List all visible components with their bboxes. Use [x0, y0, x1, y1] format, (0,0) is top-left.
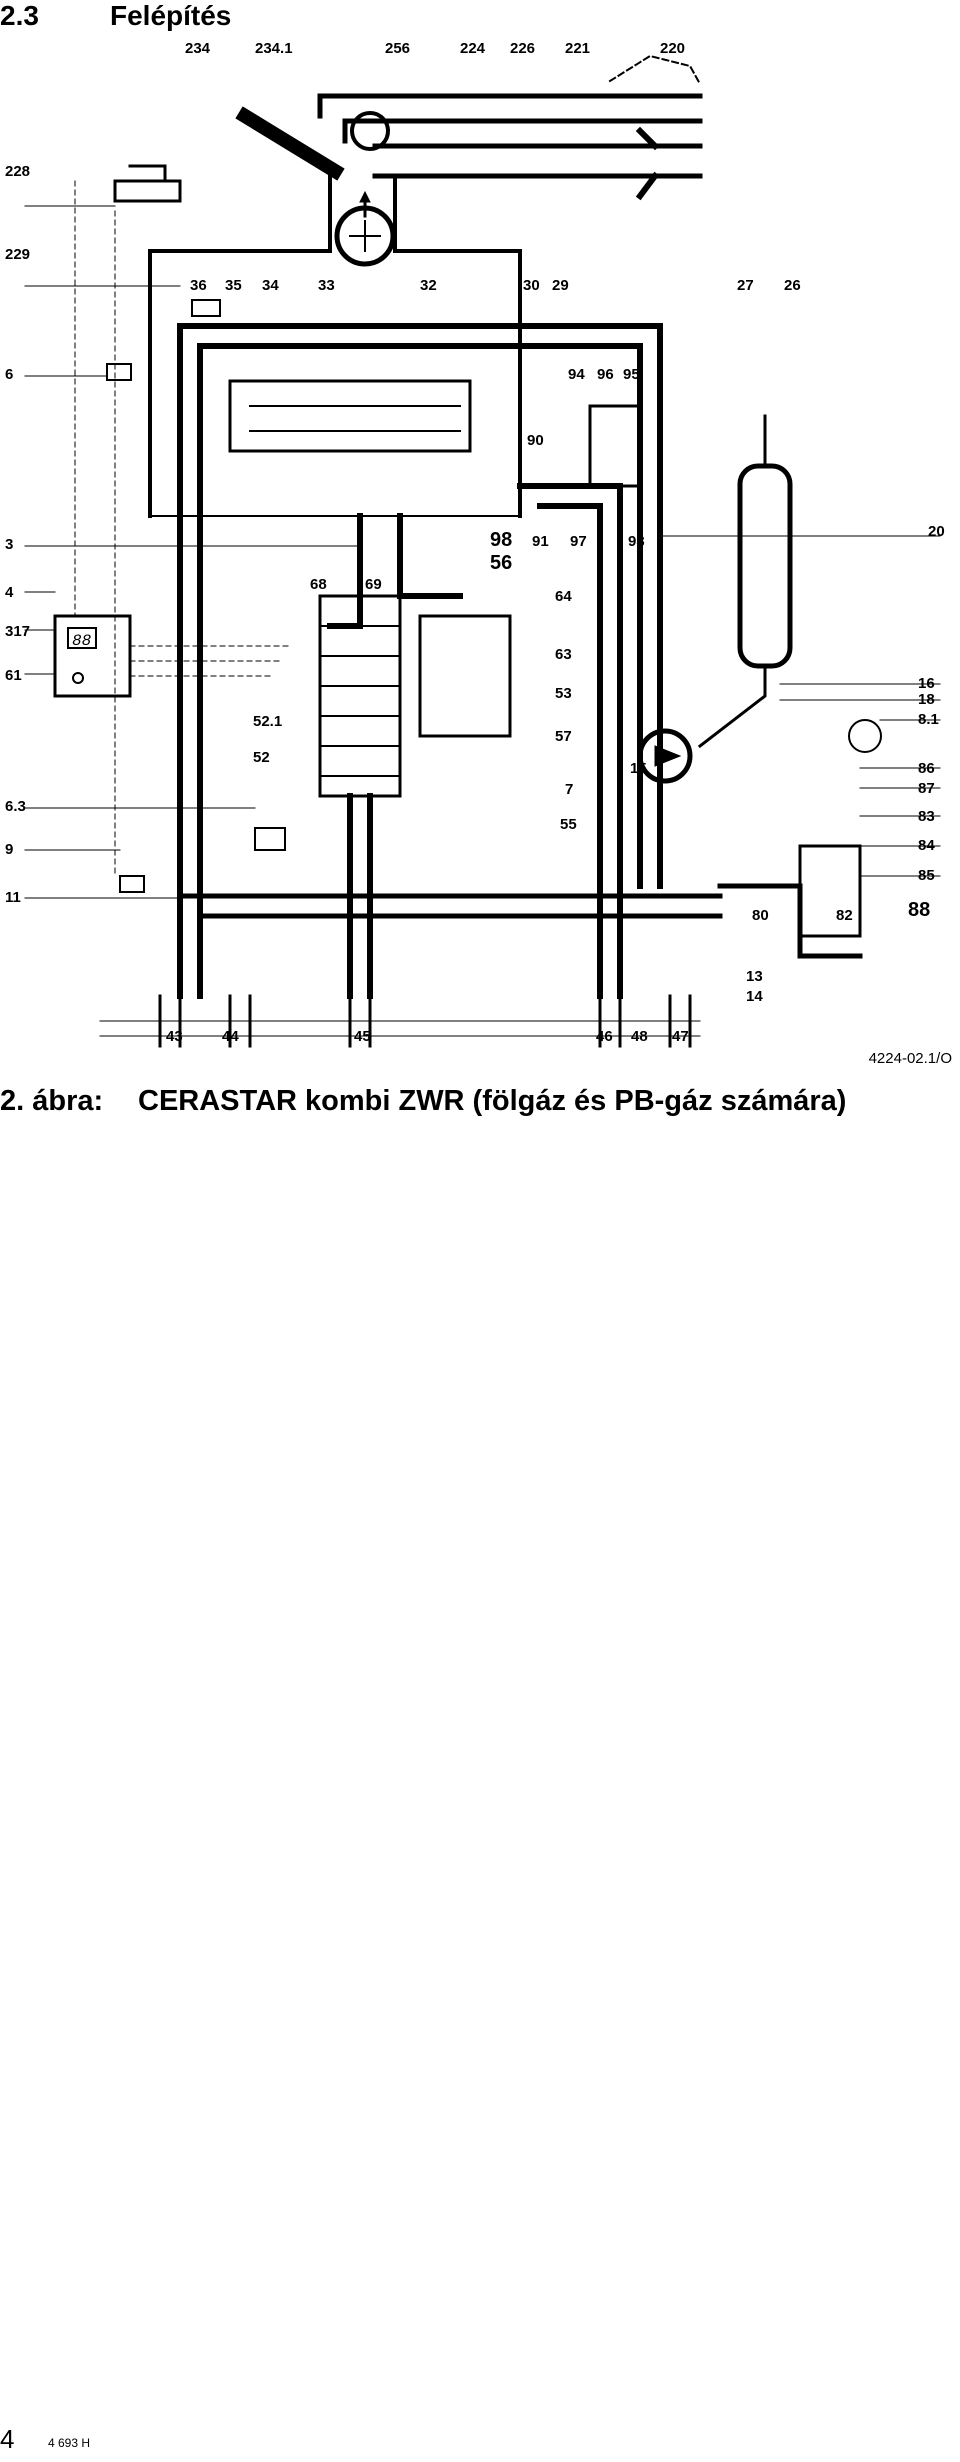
diagram-label: 29 [552, 277, 569, 294]
diagram-label: 224 [460, 40, 486, 57]
section-number: 2.3 [0, 0, 39, 31]
diagram-label: 33 [318, 277, 335, 294]
diagram-label: 52.1 [253, 713, 282, 730]
diagram-label: 4 [5, 584, 14, 601]
diagram-label: 220 [660, 40, 685, 57]
diagram-label: 226 [510, 40, 535, 57]
diagram-label: 7 [565, 781, 573, 798]
diagram-label: 43 [166, 1028, 183, 1045]
diagram-label: 35 [225, 277, 242, 294]
diagram-label: 228 [5, 163, 30, 180]
diagram-label: 46 [596, 1028, 613, 1045]
diagram-label: 97 [570, 533, 587, 550]
diagram-label: 9 [5, 841, 13, 858]
figure-caption-text: CERASTAR kombi ZWR (fölgáz és PB-gáz szá… [138, 1085, 847, 1117]
diagram-label: 95 [623, 366, 640, 383]
figure-caption: 2. ábra: CERASTAR kombi ZWR (fölgáz és PB… [0, 1085, 846, 1118]
diagram-label: 93 [628, 533, 645, 550]
diagram-label: 47 [672, 1028, 689, 1045]
diagram-label: 234 [185, 40, 211, 57]
document-code: 4 693 H [48, 2436, 91, 2450]
diagram-label: 16 [918, 675, 935, 692]
diagram-label: 83 [918, 808, 935, 825]
diagram-label: 57 [555, 728, 572, 745]
diagram-label: 48 [631, 1028, 648, 1045]
diagram-label: 20 [928, 523, 945, 540]
diagram-label: 44 [222, 1028, 239, 1045]
diagram-label: 14 [746, 988, 763, 1005]
diagram-label: 91 [532, 533, 549, 550]
diagram-label: 27 [737, 277, 754, 294]
diagram-label: 94 [568, 366, 585, 383]
diagram-label: 18 [918, 691, 935, 708]
display-digits: 88 [72, 632, 92, 650]
diagram-label: 55 [560, 816, 577, 833]
diagram-label: 3 [5, 536, 13, 553]
diagram-label: 15 [630, 760, 647, 777]
diagram-label: 32 [420, 277, 437, 294]
diagram-label: 26 [784, 277, 801, 294]
diagram-label: 53 [555, 685, 572, 702]
diagram-label: 30 [523, 277, 540, 294]
diagram-label: 68 [310, 576, 327, 593]
diagram-label: 317 [5, 623, 30, 640]
diagram-label: 88 [908, 899, 930, 921]
diagram-label: 36 [190, 277, 207, 294]
diagram-label: 221 [565, 40, 590, 57]
diagram-label: 98 [490, 529, 512, 551]
page-number: 4 [0, 2424, 15, 2454]
diagram-label: 87 [918, 780, 935, 797]
diagram-label: 229 [5, 246, 30, 263]
diagram-label: 6.3 [5, 798, 26, 815]
diagram-label: 69 [365, 576, 382, 593]
diagram-label: 256 [385, 40, 410, 57]
diagram-label: 82 [836, 907, 853, 924]
diagram-label: 64 [555, 588, 572, 605]
diagram-label: 86 [918, 760, 935, 777]
diagram-label: 63 [555, 646, 572, 663]
diagram-label: 6 [5, 366, 13, 383]
diagram-label: 90 [527, 432, 544, 449]
diagram-label: 234.1 [255, 40, 293, 57]
diagram-label: 13 [746, 968, 763, 985]
diagram-label: 34 [262, 277, 279, 294]
diagram-label: 85 [918, 867, 935, 884]
diagram-label: 96 [597, 366, 614, 383]
diagram-label: 52 [253, 749, 270, 766]
diagram-label: 84 [918, 837, 935, 854]
diagram-label: 11 [5, 889, 21, 906]
diagram-label: 61 [5, 667, 22, 684]
figure-reference: 4224-02.1/O [868, 1050, 952, 1067]
diagram-label: 45 [354, 1028, 371, 1045]
diagram-label: 8.1 [918, 711, 939, 728]
diagram-label: 80 [752, 907, 769, 924]
diagram-label: 56 [490, 552, 512, 574]
figure-number: 2. ábra: [0, 1085, 104, 1117]
section-title: Felépítés [110, 0, 232, 31]
